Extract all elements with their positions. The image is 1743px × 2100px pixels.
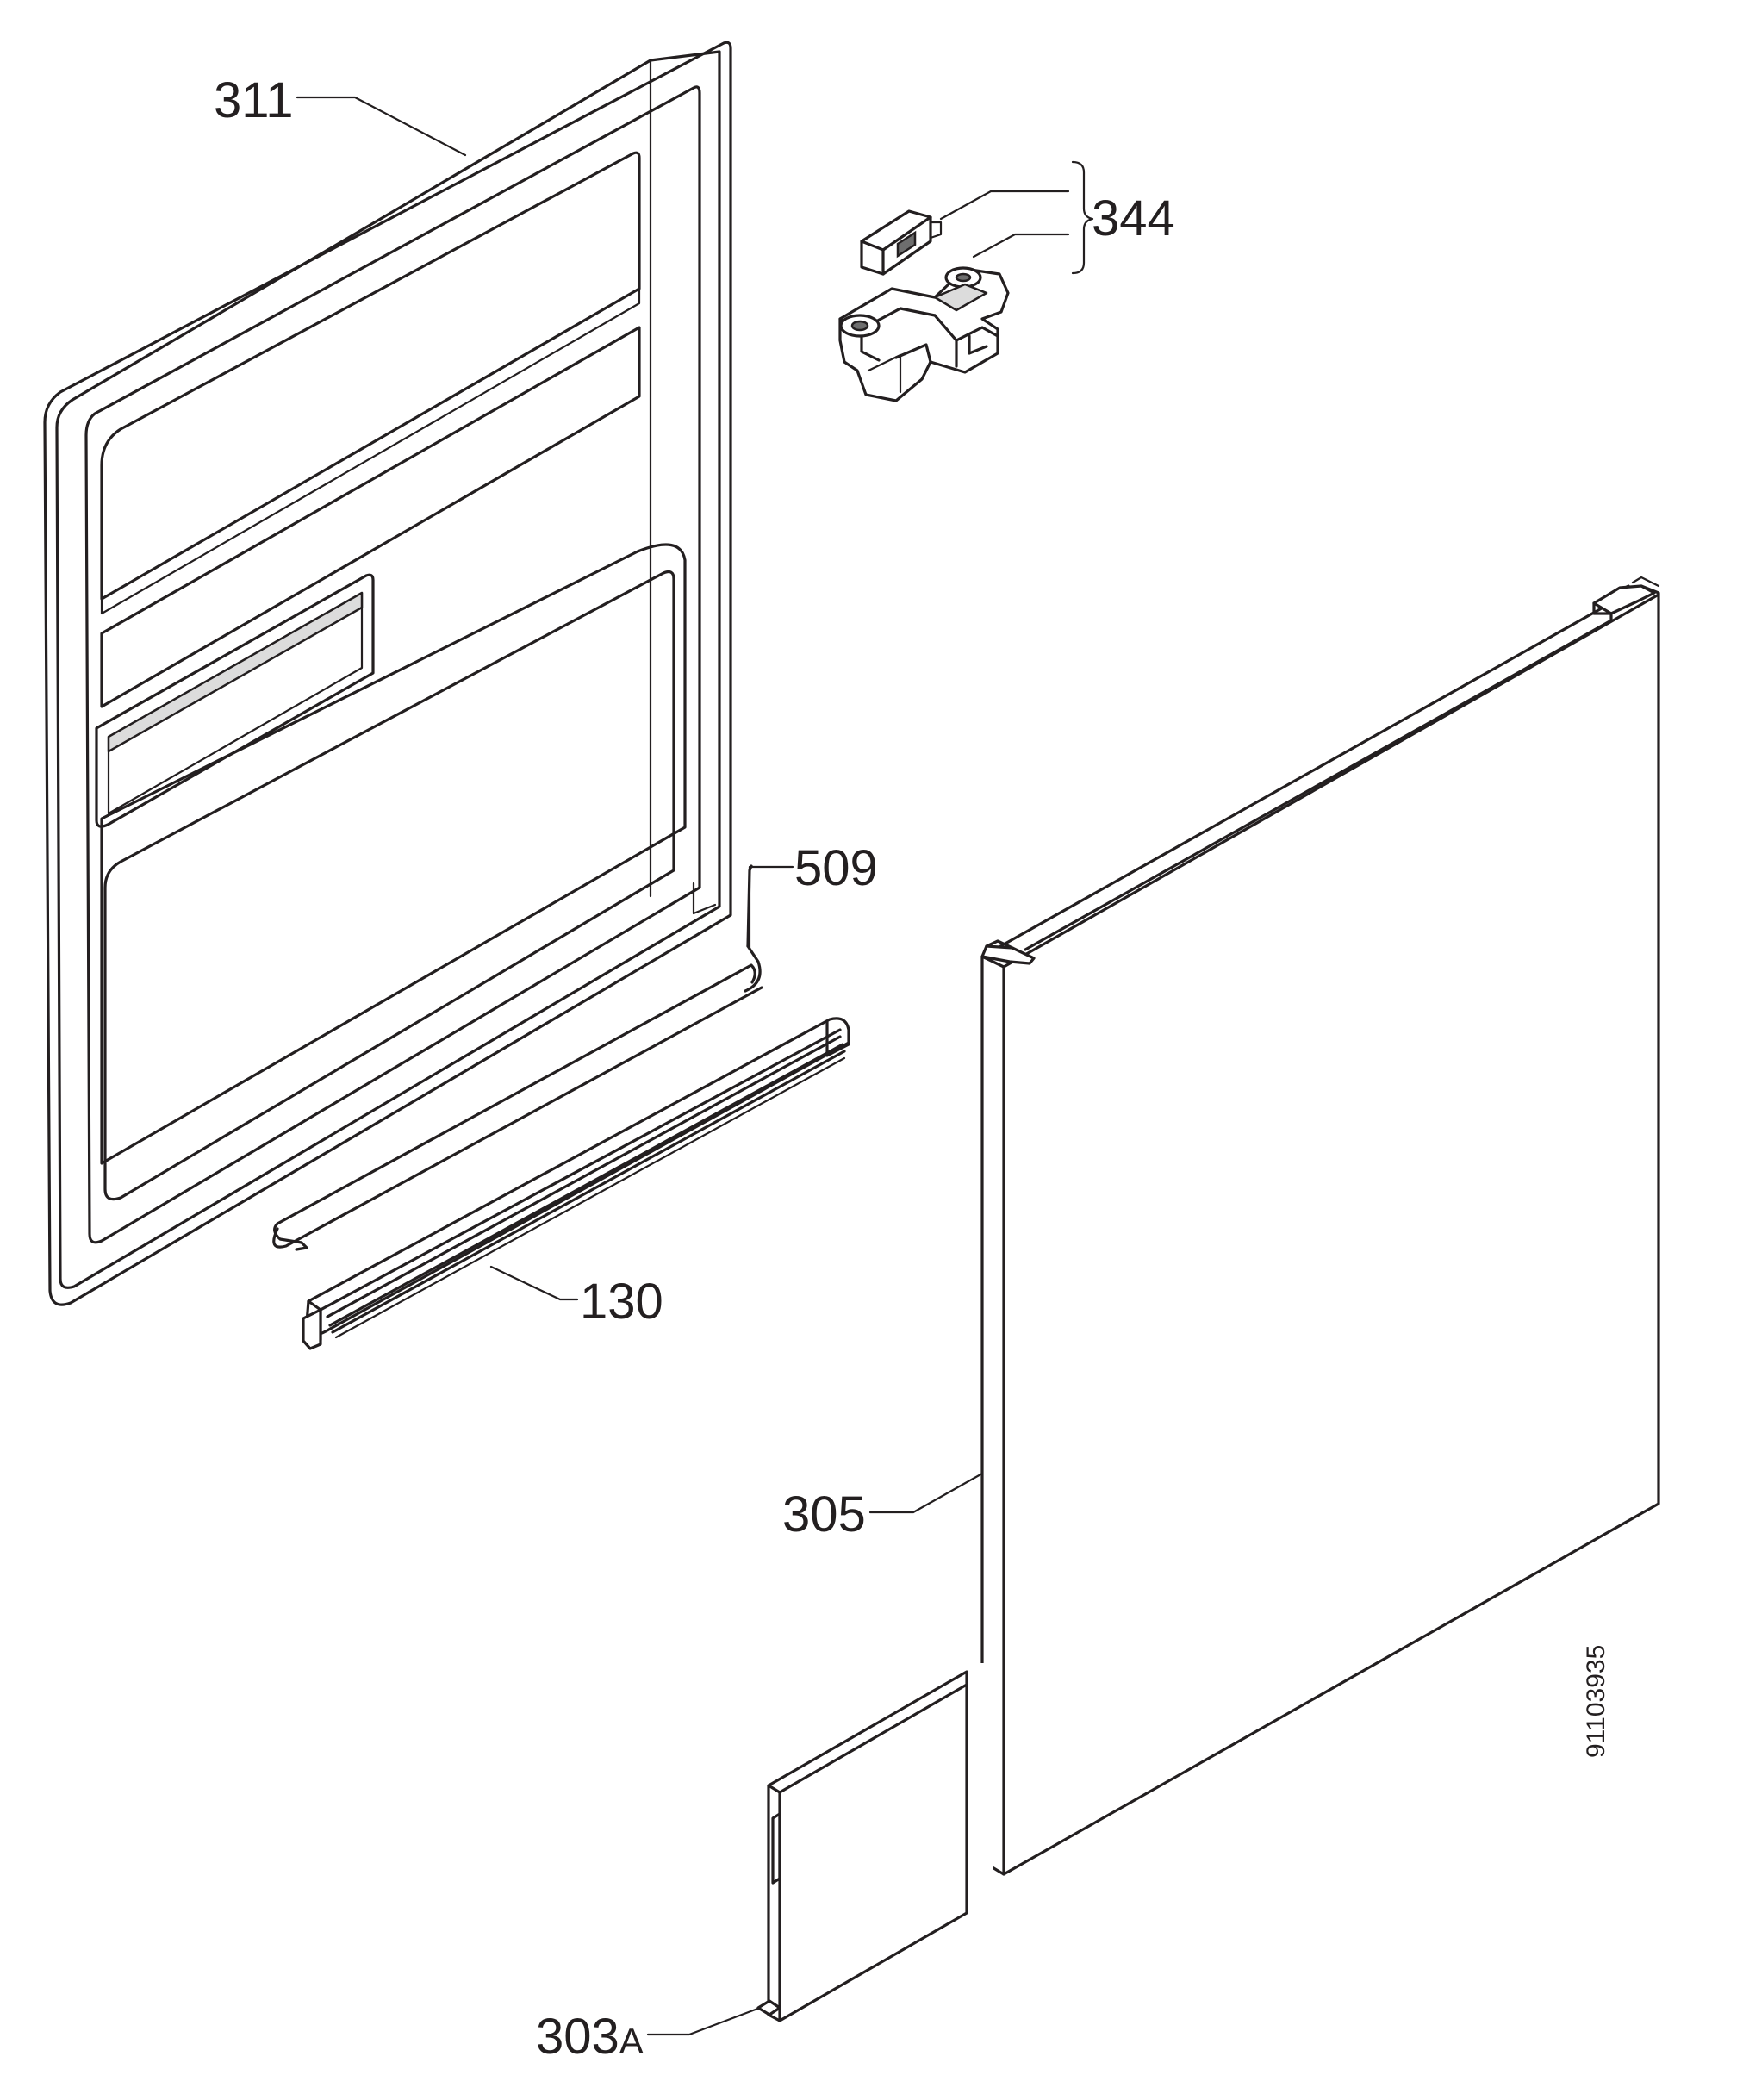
seal-strip-part-130: [302, 1017, 850, 1350]
leader-lines: [296, 96, 1094, 2036]
document-number: 91103935: [1582, 1645, 1610, 1758]
inner-door-part-311: [43, 41, 732, 1306]
outer-door-panel-part-305: [980, 576, 1660, 1876]
label-311: 311: [214, 72, 293, 128]
label-130: 130: [580, 1274, 663, 1330]
label-303a: 303A: [536, 2009, 644, 2065]
label-305: 305: [782, 1486, 866, 1542]
label-303a-suffix: A: [619, 2021, 644, 2061]
callout-labels: 311 344 509 130 305 303A 91103935: [214, 72, 1610, 2065]
plinth-panel-part-303a: [756, 1663, 993, 2022]
label-509: 509: [794, 840, 878, 896]
lock-part-344: [838, 209, 1010, 402]
label-303a-number: 303: [536, 2009, 619, 2065]
label-344: 344: [1092, 190, 1175, 246]
